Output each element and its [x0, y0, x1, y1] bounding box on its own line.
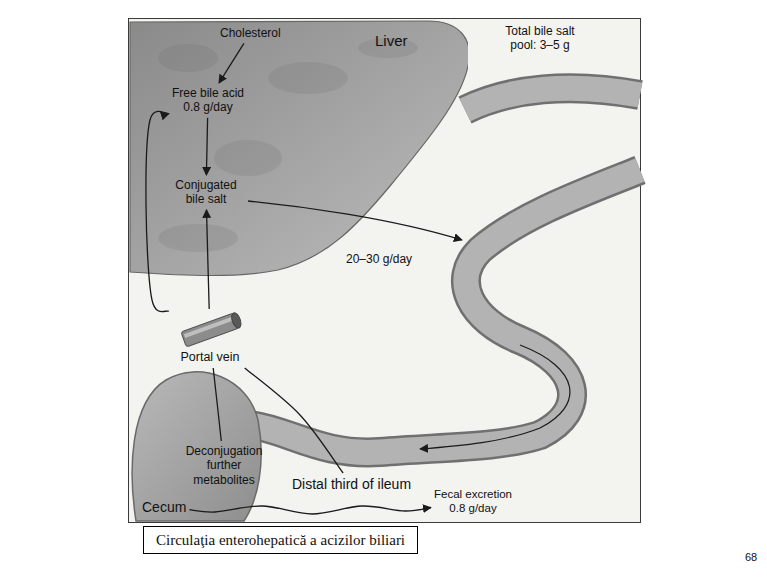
label-text: Deconjugation further metabolites — [176, 444, 272, 487]
liver-outline — [130, 21, 468, 276]
flow-connector — [189, 506, 431, 514]
secretion-arrow — [248, 201, 462, 240]
duodenum-outline — [465, 88, 640, 110]
metabolite-label: Free bile acid0.8 g/day — [172, 86, 244, 115]
cecum-label: Cecum — [142, 499, 186, 516]
caption-holder: Circulaţia enterohepatică a acizilor bil… — [143, 526, 418, 554]
label-text: Conjugated bile salt — [166, 178, 246, 207]
flow-connector — [146, 111, 169, 311]
liver-texture — [268, 62, 348, 94]
page-number: 68 — [745, 551, 757, 564]
liver-texture — [214, 140, 282, 176]
label-text: Free bile acid — [172, 86, 244, 100]
figure-frame — [129, 19, 641, 523]
flow-connector — [245, 368, 343, 473]
pool-size-note-holder: Total bile salt pool: 3–5 g — [495, 24, 585, 53]
transit-arrow — [420, 345, 570, 449]
duodenum — [465, 88, 640, 110]
liver-texture — [158, 224, 238, 252]
label-text: 0.8 g/day — [434, 502, 512, 516]
ileum-label: Distal third of ileum — [292, 476, 411, 493]
organ-name: Liver — [375, 32, 408, 50]
label-text: Cholesterol — [220, 26, 281, 40]
flow-connector — [207, 210, 210, 309]
liver-texture — [158, 44, 218, 72]
label-text: 0.8 g/day — [172, 100, 244, 114]
flux-label: 20–30 g/day — [346, 252, 412, 266]
vein-body — [181, 313, 239, 347]
flow-connector — [219, 43, 244, 83]
label-text: Fecal excretion — [434, 488, 512, 502]
excretion-label: Fecal excretion0.8 g/day — [434, 488, 512, 516]
vein-end — [230, 312, 243, 329]
flux-label-holder: 20–30 g/day — [346, 252, 412, 266]
label-text: Portal vein — [172, 350, 248, 365]
flow-connector — [206, 118, 207, 175]
portal-vein: Portal vein — [172, 312, 248, 365]
process-label: Deconjugation further metabolites — [176, 444, 272, 487]
label-text: Distal third of ileum — [292, 476, 411, 493]
metabolite-label: Cholesterol — [220, 26, 281, 40]
page-number-holder: 68 — [745, 551, 757, 564]
label-text: Cecum — [142, 499, 186, 516]
liver-shape — [128, 18, 468, 280]
caption-box: Circulaţia enterohepatică a acizilor bil… — [143, 526, 418, 554]
vein-shape — [172, 312, 248, 348]
flow-connector — [213, 368, 221, 441]
vein-highlight — [184, 316, 234, 338]
pool-size-note: Total bile salt pool: 3–5 g — [495, 24, 585, 53]
liver-organ: Liver CholesterolFree bile acid0.8 g/dayC… — [128, 18, 468, 280]
metabolite-label: Conjugated bile salt — [166, 178, 246, 207]
